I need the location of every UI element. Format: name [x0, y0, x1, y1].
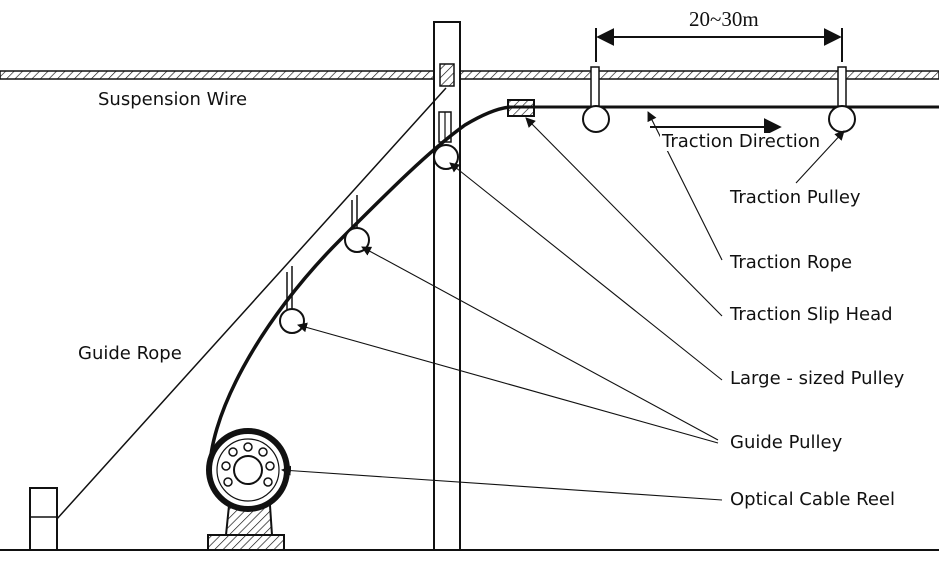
reel-hub [233, 455, 263, 485]
leader-traction-pulley [795, 130, 845, 184]
optical-cable [207, 105, 511, 481]
pole-clamp [439, 63, 455, 87]
traction-pulley-hanger-right [837, 66, 847, 110]
traction-slip-head-label: Traction Slip Head [730, 304, 893, 325]
guide-pulley-label: Guide Pulley [730, 432, 843, 453]
leader-large-sized-pulley [449, 162, 723, 381]
leader-optical-cable-reel [281, 465, 723, 501]
reel-inner-ring [216, 438, 280, 502]
reel-base [207, 534, 285, 551]
pole [433, 21, 461, 551]
traction-pulley-left [582, 105, 610, 133]
reel-holes [221, 442, 275, 487]
traction-pulley-right [828, 105, 856, 133]
leader-traction-slip-head [525, 117, 723, 317]
traction-rope-label: Traction Rope [730, 252, 853, 273]
suspension-wire-label: Suspension Wire [98, 89, 248, 110]
leader-guide-pulley-lower [297, 322, 719, 444]
traction-pulley-label: Traction Pulley [730, 187, 861, 208]
traction-slip-head [507, 99, 535, 117]
leader-guide-pulley-upper [361, 246, 719, 441]
traction-pulley-hanger-left [590, 66, 600, 110]
traction-direction-label: Traction Direction [660, 131, 823, 152]
guide-rope-label: Guide Rope [78, 343, 182, 364]
guide-pulley-lower [279, 308, 305, 334]
optical-cable-reel-label: Optical Cable Reel [730, 489, 895, 510]
dimension-label: 20~30m [689, 7, 759, 31]
large-sized-pulley-label: Large - sized Pulley [730, 368, 905, 389]
suspension-wire [0, 70, 939, 80]
large-sized-pulley [433, 144, 459, 170]
guide-rope [55, 87, 447, 521]
guide-pulley-upper [344, 227, 370, 253]
anchor-box [29, 487, 58, 551]
